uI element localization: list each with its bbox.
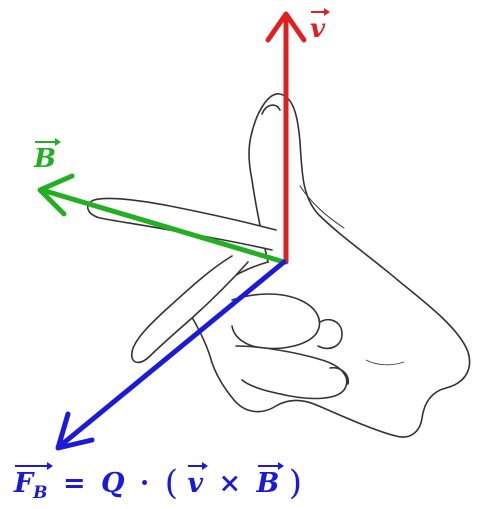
hand-middle-finger-outline: [130, 255, 249, 364]
force-symbol: FB: [14, 462, 53, 503]
force-vector-arrow: [55, 259, 287, 451]
palm-line-detail: [365, 359, 405, 366]
dot-operator: ·: [139, 468, 150, 499]
formula-velocity-symbol: v: [187, 462, 208, 499]
ring-knuckle-detail: [317, 318, 343, 350]
velocity-arrow-head: [265, 11, 307, 43]
force-arrow-head: [55, 411, 95, 451]
charge-symbol: Q: [100, 468, 125, 499]
hand-pinky-finger-outline: [235, 345, 348, 400]
velocity-label: v: [310, 8, 331, 44]
velocity-vector-arrow: [265, 11, 307, 265]
formula-magnetic-field-symbol: B: [256, 462, 285, 499]
magnetic-field-arrow-head: [37, 173, 75, 217]
open-parenthesis: (: [164, 463, 178, 503]
velocity-symbol: v: [310, 8, 331, 44]
lorentz-force-formula: FB = Q · ( v × B ): [14, 462, 303, 503]
pinky-knuckle-detail: [329, 366, 350, 385]
hand-illustration: [87, 93, 471, 438]
magnetic-field-vector-arrow: [37, 173, 287, 265]
close-parenthesis: ): [288, 463, 303, 503]
magnetic-field-arrow-shaft: [39, 187, 287, 265]
cross-operator: ×: [218, 468, 242, 499]
force-subscript: B: [33, 483, 48, 503]
magnetic-field-label: B: [34, 138, 61, 174]
hand-index-finger-outline: [87, 197, 277, 251]
hand-ring-finger-outline: [231, 293, 321, 350]
equals-sign: =: [62, 468, 86, 499]
force-arrow-shaft: [57, 259, 287, 449]
magnetic-field-symbol: B: [34, 138, 61, 174]
thumb-nail-detail: [261, 104, 281, 115]
force-letter: F: [14, 468, 34, 499]
palm-crease-detail: [299, 185, 345, 229]
